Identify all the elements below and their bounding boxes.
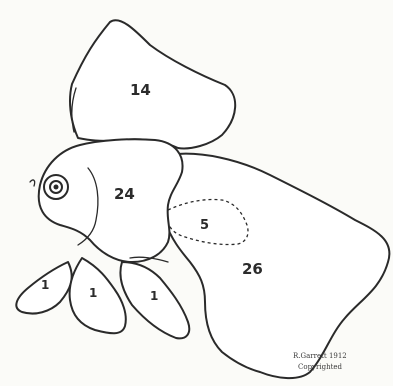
dorsal-fin [70,20,235,148]
pelvic-fin-label: 1 [89,286,97,300]
signature-line-1: R.Garrett 1912 [293,352,347,360]
inner-region-label: 5 [200,218,209,233]
tail-fin-label: 26 [242,260,263,278]
tail-fin [161,154,390,378]
dorsal-fin-label: 14 [130,81,151,99]
anal-fin-label: 1 [150,289,158,303]
mouth [30,180,35,186]
eye-pupil [54,185,59,190]
body-label: 24 [114,185,135,203]
pectoral-fin-label: 1 [41,278,49,292]
signature-line-2: Copyrighted [298,363,343,371]
fish-body [39,139,183,262]
pelvic-fin [70,258,126,333]
